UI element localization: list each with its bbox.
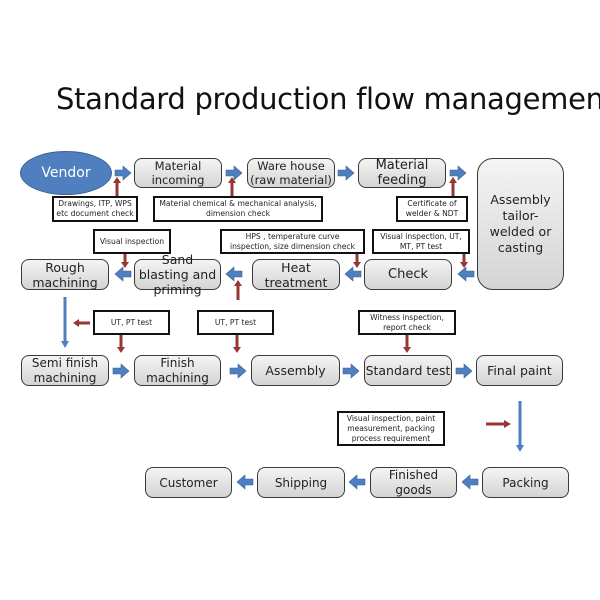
page-title: Standard production flow management bbox=[56, 82, 600, 116]
node-label: Packing bbox=[502, 475, 549, 490]
node-standard-test: Standard test bbox=[364, 355, 452, 386]
node-vendor: Vendor bbox=[20, 151, 112, 195]
flow-arrow bbox=[342, 363, 360, 379]
flow-arrow bbox=[225, 266, 243, 282]
flow-arrow bbox=[457, 266, 475, 282]
note-welder-certificate: Certificate of welder & NDT bbox=[396, 196, 468, 222]
inspection-arrow bbox=[486, 420, 511, 428]
node-label: Assembly bbox=[265, 362, 326, 378]
note-visual-inspection: Visual inspection bbox=[93, 229, 171, 254]
node-assembly-tailor-welded: Assembly tailor-welded or casting bbox=[477, 158, 564, 290]
node-material-feeding: Material feeding bbox=[358, 158, 446, 188]
node-rough-machining: Rough machining bbox=[21, 259, 109, 290]
node-shipping: Shipping bbox=[257, 467, 345, 498]
flow-arrow bbox=[455, 363, 473, 379]
node-ware-house: Ware house (raw material) bbox=[247, 158, 335, 188]
note-ut-pt-test-1: UT, PT test bbox=[93, 310, 170, 335]
node-check: Check bbox=[364, 259, 452, 290]
node-label: Material feeding bbox=[375, 158, 429, 188]
node-assembly: Assembly bbox=[251, 355, 340, 386]
node-final-paint: Final paint bbox=[476, 355, 563, 386]
flow-arrow bbox=[344, 266, 362, 282]
node-label: Semi finish machining bbox=[31, 355, 99, 385]
note-ut-pt-test-2: UT, PT test bbox=[197, 310, 274, 335]
node-label: Standard test bbox=[365, 362, 451, 378]
node-label: Material incoming bbox=[151, 159, 205, 187]
flow-arrow bbox=[225, 165, 243, 181]
node-semi-finish-machining: Semi finish machining bbox=[21, 355, 109, 386]
inspection-arrow bbox=[228, 177, 236, 196]
inspection-arrow bbox=[73, 319, 90, 327]
node-heat-treatment: Heat treatment bbox=[252, 259, 340, 290]
node-label: Heat treatment bbox=[264, 259, 328, 290]
node-finish-machining: Finish machining bbox=[134, 355, 221, 386]
node-label: Ware house (raw material) bbox=[250, 159, 332, 187]
node-label: Finished goods bbox=[388, 467, 439, 497]
node-packing: Packing bbox=[482, 467, 569, 498]
node-sand-blasting: Sand blasting and priming bbox=[134, 252, 221, 297]
node-label: Final paint bbox=[487, 362, 552, 378]
flow-arrow bbox=[516, 401, 524, 452]
flow-arrow bbox=[61, 297, 69, 348]
node-label: Assembly tailor-welded or casting bbox=[489, 192, 552, 255]
inspection-arrow bbox=[449, 177, 457, 196]
node-finished-goods: Finished goods bbox=[370, 467, 457, 498]
flow-arrow bbox=[449, 165, 467, 181]
inspection-arrow bbox=[117, 335, 125, 353]
note-document-check: Drawings, ITP, WPS etc document check bbox=[52, 196, 138, 222]
flow-arrow bbox=[112, 363, 130, 379]
flow-arrow bbox=[114, 165, 132, 181]
node-label: Customer bbox=[159, 475, 218, 490]
note-check-tests: Visual inspection, UT, MT, PT test bbox=[372, 229, 470, 254]
node-customer: Customer bbox=[145, 467, 232, 498]
note-witness-inspection: Witness inspection, report check bbox=[358, 310, 456, 335]
flow-arrow bbox=[114, 266, 132, 282]
node-label: Rough machining bbox=[32, 259, 98, 290]
inspection-arrow bbox=[113, 177, 121, 196]
inspection-arrow bbox=[233, 335, 241, 353]
note-hps-check: HPS , temperature curve inspection, size… bbox=[220, 229, 365, 254]
node-label: Shipping bbox=[274, 475, 328, 490]
flow-arrow bbox=[236, 474, 254, 490]
node-label: Finish machining bbox=[146, 355, 209, 385]
inspection-arrow bbox=[403, 335, 411, 353]
note-packing-requirement: Visual inspection, paint measurement, pa… bbox=[337, 411, 445, 446]
inspection-arrow bbox=[234, 280, 242, 300]
note-material-analysis: Material chemical & mechanical analysis,… bbox=[153, 196, 323, 222]
inspection-arrow bbox=[460, 254, 468, 268]
node-label: Check bbox=[388, 266, 428, 282]
flow-arrow bbox=[348, 474, 366, 490]
flow-arrow bbox=[461, 474, 479, 490]
flow-arrow bbox=[337, 165, 355, 181]
node-material-incoming: Material incoming bbox=[134, 158, 222, 188]
inspection-arrow bbox=[353, 254, 361, 268]
inspection-arrow bbox=[121, 254, 129, 268]
flow-arrow bbox=[229, 363, 247, 379]
node-label: Sand blasting and priming bbox=[138, 252, 217, 297]
